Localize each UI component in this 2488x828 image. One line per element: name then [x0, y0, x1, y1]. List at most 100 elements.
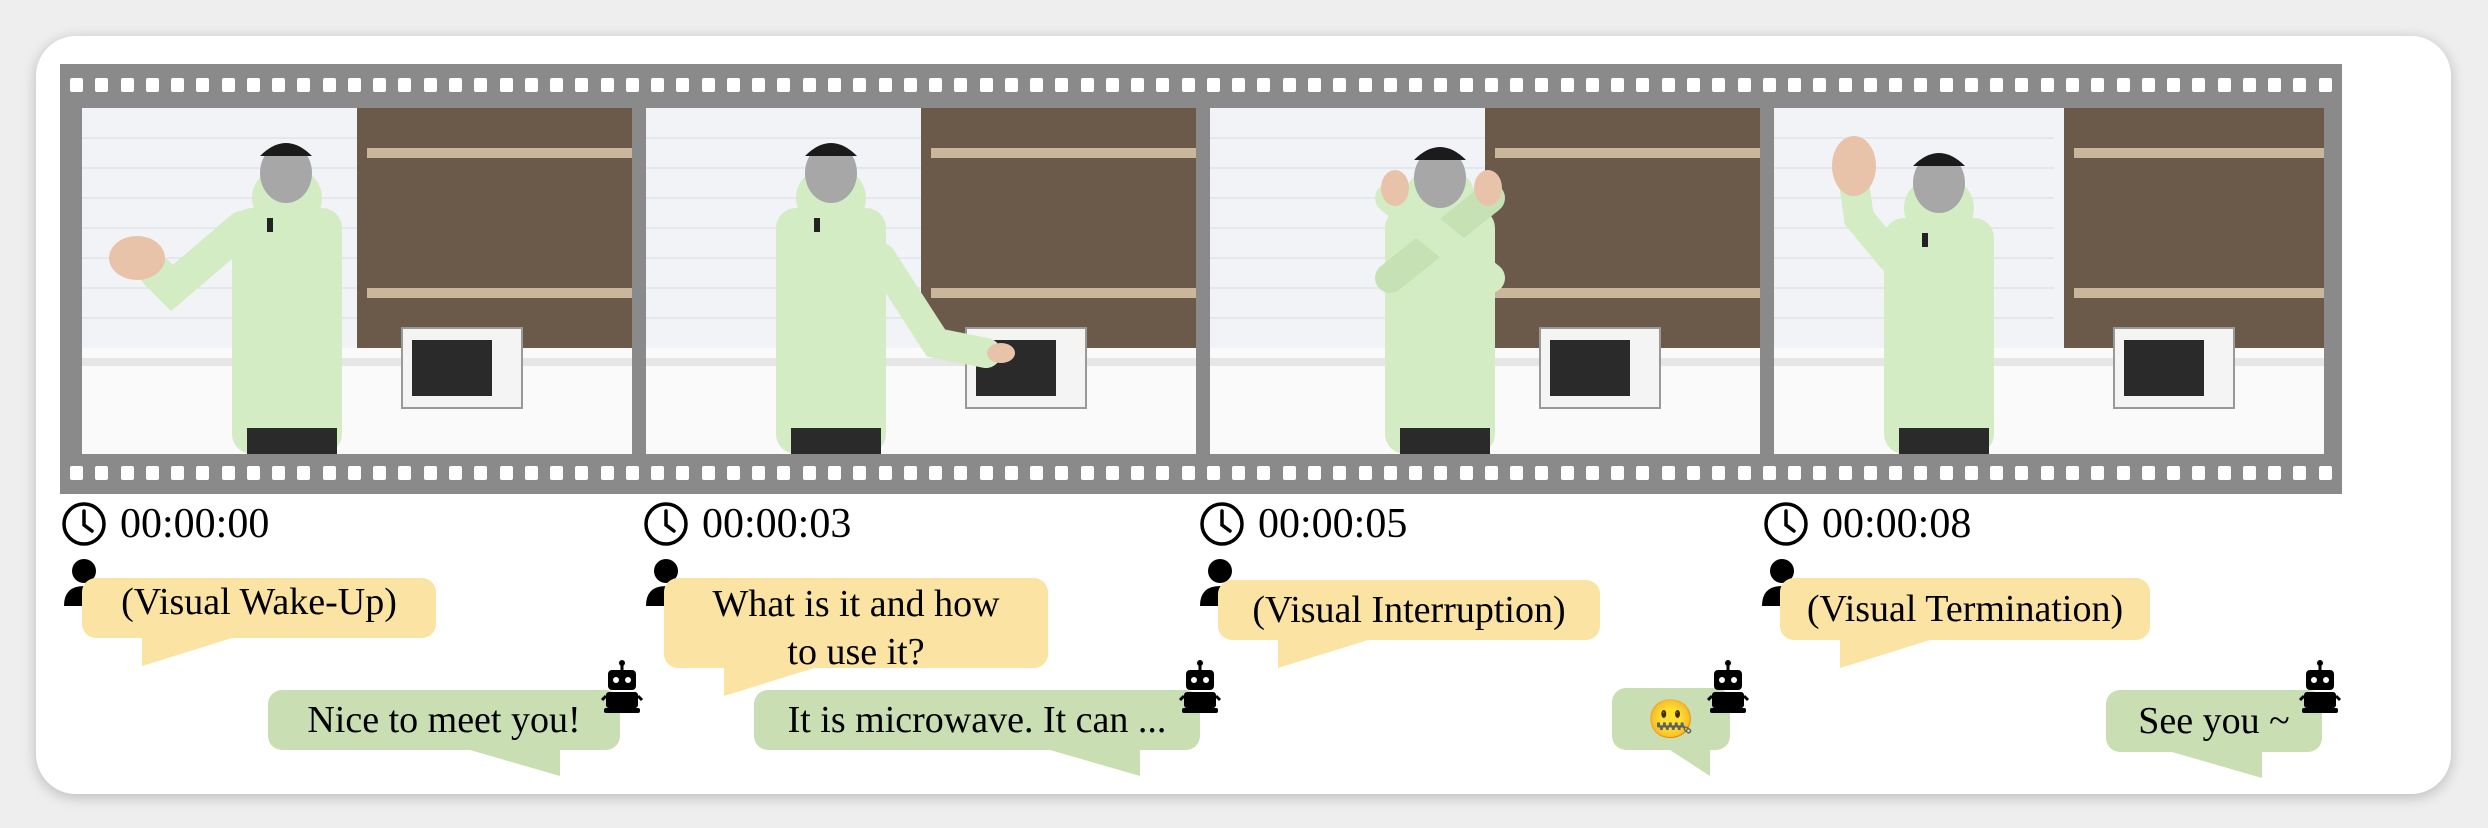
film-perforation — [2318, 78, 2332, 92]
film-perforation — [701, 466, 715, 480]
film-perforation — [1611, 466, 1625, 480]
film-perforation — [802, 78, 816, 92]
film-perforation — [1282, 78, 1296, 92]
film-perforation — [1863, 78, 1877, 92]
film-perforation — [1737, 78, 1751, 92]
film-perforation — [1737, 466, 1751, 480]
film-perforation — [448, 78, 462, 92]
film-perforation — [1838, 466, 1852, 480]
film-perforation — [70, 466, 83, 480]
film-perforation — [1585, 78, 1599, 92]
bubble-tail — [1050, 750, 1140, 776]
film-perforation — [1004, 78, 1018, 92]
kitchen-scene-point — [646, 108, 1196, 454]
film-perforation — [448, 466, 462, 480]
bot-bubble-4: See you ~ — [2106, 690, 2322, 778]
film-perforation — [2192, 466, 2206, 480]
film-perforation — [1055, 78, 1069, 92]
film-perforation — [423, 78, 437, 92]
film-perforation — [524, 78, 538, 92]
film-perforation — [1484, 466, 1498, 480]
film-perforation — [1585, 466, 1599, 480]
filmstrip — [60, 64, 2342, 494]
film-perforation — [474, 78, 488, 92]
film-perforation — [1409, 78, 1423, 92]
film-perforation — [1055, 466, 1069, 480]
film-perforation — [1358, 466, 1372, 480]
film-perforation — [272, 466, 286, 480]
film-perforation — [423, 466, 437, 480]
bubble-tail — [470, 750, 560, 776]
film-perforation — [2141, 78, 2155, 92]
clock-icon — [1200, 502, 1244, 546]
film-perforation — [1459, 78, 1473, 92]
film-perforation — [1409, 466, 1423, 480]
timestamp-text: 00:00:08 — [1822, 501, 1972, 547]
film-perforation — [2116, 466, 2130, 480]
film-perforation — [2015, 78, 2029, 92]
film-perforation — [575, 466, 589, 480]
film-perforation — [1863, 466, 1877, 480]
film-perforation — [398, 466, 412, 480]
film-perforation — [903, 466, 917, 480]
film-perforation — [1080, 466, 1094, 480]
zipper-mouth-emoji: 🤐 — [1647, 697, 1695, 741]
film-perforation — [1687, 78, 1700, 92]
film-perforation — [1914, 466, 1928, 480]
film-perforation — [1282, 466, 1296, 480]
clock-icon — [1764, 502, 1808, 546]
film-perforation — [1838, 78, 1852, 92]
film-perforation — [1510, 78, 1524, 92]
bot-bubble-2: It is microwave. It can ... — [754, 690, 1200, 776]
film-perforations-bottom — [70, 466, 2332, 480]
film-perforation — [398, 78, 412, 92]
film-perforation — [752, 466, 766, 480]
film-perforation — [196, 466, 210, 480]
film-perforation — [2242, 466, 2256, 480]
bubble-tail — [1670, 750, 1710, 776]
film-perforation — [1131, 466, 1145, 480]
bubble-tail — [2172, 752, 2262, 778]
film-perforation — [1333, 78, 1347, 92]
film-perforation — [1181, 466, 1195, 480]
film-perforation — [1535, 78, 1549, 92]
user-bubble-text: (Visual Wake-Up) — [121, 581, 397, 623]
film-perforation — [929, 78, 943, 92]
film-perforation — [373, 78, 387, 92]
film-perforation — [1206, 466, 1220, 480]
robot-icon — [2298, 660, 2342, 713]
film-perforation — [1762, 466, 1776, 480]
film-perforation — [1131, 78, 1145, 92]
clock-icon — [62, 502, 106, 546]
timestamp-3: 00:00:05 — [1198, 500, 1407, 548]
film-perforation — [878, 466, 892, 480]
film-perforation — [777, 78, 791, 92]
robot-icon — [1706, 660, 1750, 713]
user-bubble-text: What is it and how to use it? — [712, 583, 1000, 673]
film-perforation — [625, 466, 639, 480]
film-perforation — [246, 466, 260, 480]
film-perforation — [2167, 78, 2181, 92]
film-perforation — [499, 78, 513, 92]
film-perforation — [752, 78, 766, 92]
film-perforation — [2242, 78, 2256, 92]
film-perforation — [1560, 78, 1574, 92]
film-perforation — [2192, 78, 2206, 92]
film-perforation — [1889, 466, 1903, 480]
film-perforation — [853, 466, 867, 480]
film-perforation — [827, 466, 841, 480]
film-perforation — [1383, 78, 1397, 92]
film-perforation — [1308, 466, 1322, 480]
video-frame-1 — [82, 108, 632, 454]
film-perforation — [2141, 466, 2155, 480]
film-perforation — [726, 466, 740, 480]
film-perforation — [1636, 78, 1650, 92]
film-perforation — [2091, 78, 2105, 92]
film-perforation — [2293, 466, 2307, 480]
video-frame-3 — [1210, 108, 1760, 454]
film-perforation — [1939, 78, 1953, 92]
film-perforation — [2040, 466, 2054, 480]
film-perforation — [1308, 78, 1322, 92]
film-perforation — [1181, 78, 1195, 92]
film-perforation — [1030, 78, 1044, 92]
